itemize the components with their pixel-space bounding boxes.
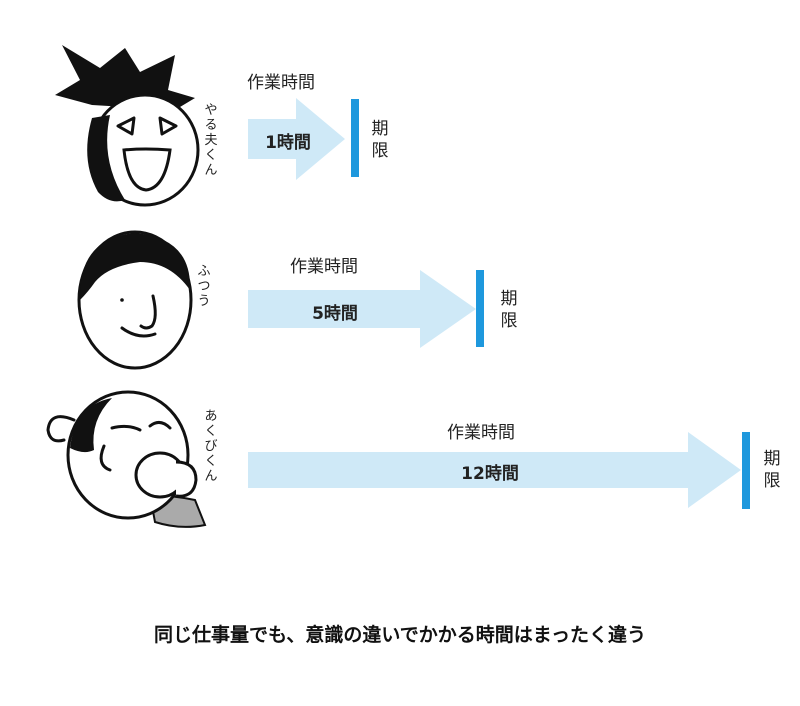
energetic-face-icon [55,45,200,207]
diagram-caption: 同じ仕事量でも、意識の違いでかかる時間はまったく違う [153,624,647,646]
deadline-label-1: 期限 [371,119,389,161]
work-time-label-1: 作業時間 [247,73,315,93]
yawning-face-icon [46,390,207,528]
character-name-2: ふつう [197,264,211,309]
normal-face-icon [77,230,193,370]
hours-label-2: 5時間 [312,304,358,324]
deadline-bar-3 [742,432,750,509]
character-name-3: あくびくん [204,409,218,484]
work-arrow-3 [248,432,741,508]
work-time-label-3: 作業時間 [447,423,515,443]
work-arrow-1 [248,98,345,180]
hours-label-1: 1時間 [265,133,311,153]
deadline-bar-2 [476,270,484,347]
character-name-1: やる夫くん [204,103,218,178]
work-time-label-2: 作業時間 [290,257,358,277]
hours-label-3: 12時間 [461,464,519,484]
deadline-bar-1 [351,99,359,177]
work-arrow-2 [248,270,476,348]
deadline-label-2: 期限 [500,289,518,331]
deadline-label-3: 期限 [763,449,781,491]
